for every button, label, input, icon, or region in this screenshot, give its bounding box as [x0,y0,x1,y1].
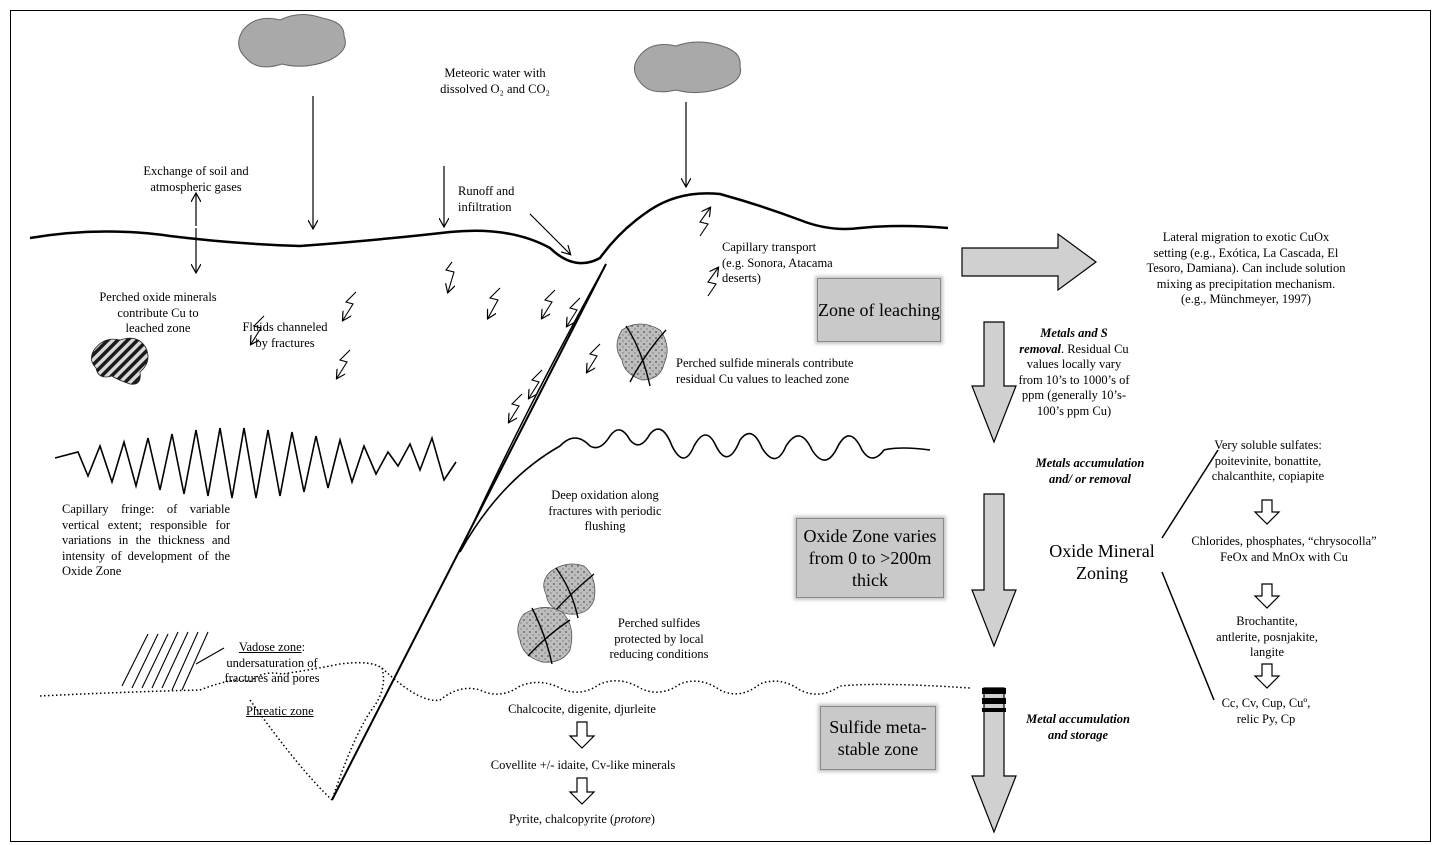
exchange-gases-label: Exchange of soil and atmospheric gases [143,164,249,194]
fracture-arrows [251,261,601,422]
sulfide-meta-stable-zone-box: Sulfide meta-stable zone [820,706,936,770]
perched-sulfides-protected-label: Perched sulfides protected by local redu… [609,616,709,661]
cloud-left [238,14,346,68]
perched-sulfide-label: Perched sulfide minerals contribute resi… [676,356,854,386]
perched-oxide-blob [91,337,149,385]
capillary-fringe-label: Capillary fringe: of variable vertical e… [62,502,230,578]
down-arrow-leaching [971,321,1017,444]
capillary-arrows [699,208,718,297]
phreatic-line [39,661,971,801]
fluids-label: Fluids channeled by fractures [242,320,328,350]
pyrite-label: Pyrite, chalcopyrite (protore) [509,812,655,826]
perched-sulfide-blob-1 [616,323,668,387]
metal-storage-label: Metal accumulation and storage [1026,712,1130,742]
ground-surface [29,192,949,265]
sulfide-arrows [568,721,596,805]
fringe-line [54,427,457,499]
perched-sulfide-blob-3 [517,607,573,665]
lateral-migration-label: Lateral migration to exotic CuOx setting… [1146,230,1346,306]
perched-oxide-label: Perched oxide minerals contribute Cu to … [99,290,217,335]
lateral-arrow [961,232,1098,292]
deep-oxidation-label: Deep oxidation along fractures with peri… [548,488,662,533]
cc-cv-label: Cc, Cv, Cup, Cuº, relic Py, Cp [1221,696,1311,726]
zoning-arrows [1253,499,1281,689]
covellite-label: Covellite +/- idaite, Cv-like minerals [490,758,676,772]
phreatic-zone-label: Phreatic zone [246,704,314,718]
vadose-zone-title: Vadose zone [238,640,302,654]
vadose-hatch [121,631,225,691]
zone-of-leaching-box: Zone of leaching [817,278,941,342]
oxide-top-line [459,428,931,553]
down-arrow-oxide [971,493,1017,648]
capillary-transport-label: Capillary transport (e.g. Sonora, Atacam… [722,240,833,285]
fault-branch [459,263,607,553]
brochantite-label: Brochantite, antlerite, posnjakite, lang… [1216,614,1318,659]
soluble-sulfates-label: Very soluble sulfates: poitevinite, bona… [1211,438,1325,483]
metals-s-removal-label: Metals and S removal. Residual Cu values… [1018,326,1130,418]
runoff-label: Runoff and infiltration [458,184,515,214]
vadose-zone-label: Vadose zone: undersaturation of fracture… [224,640,320,685]
metals-accumulation-label: Metals accumulation and/ or removal [1035,456,1145,486]
oxide-zone-box: Oxide Zone varies from 0 to >200m thick [796,518,944,598]
chlorides-label: Chlorides, phosphates, “chrysocolla” FeO… [1191,534,1377,564]
down-arrow-sulfide [971,687,1017,834]
oxide-mineral-zoning-label: Oxide Mineral Zoning [1049,541,1155,583]
perched-sulfide-blob-2 [543,563,596,619]
chalcocite-label: Chalcocite, digenite, djurleite [508,702,656,716]
figure-frame [10,10,1431,842]
cloud-right [634,41,742,94]
